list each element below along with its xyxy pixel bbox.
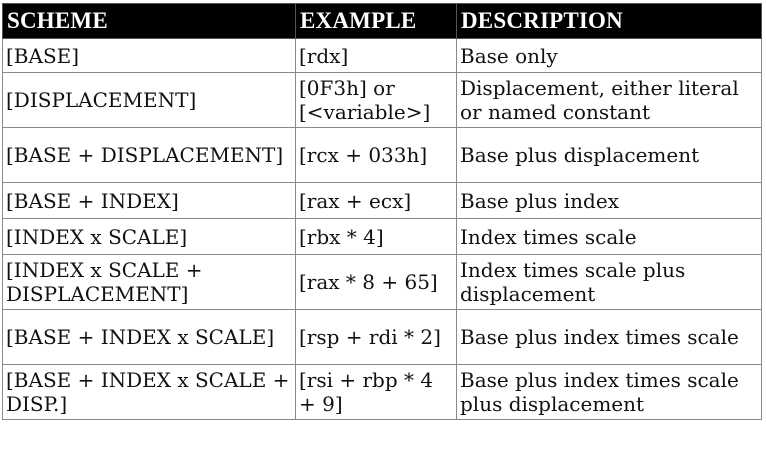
- table-body: [BASE] [rdx] Base only [DISPLACEMENT] [0…: [2, 38, 762, 420]
- table-row: [INDEX x SCALE + DISPLACEMENT] [rax * 8 …: [2, 254, 762, 310]
- cell-scheme: [BASE + INDEX x SCALE + DISP.]: [2, 364, 296, 420]
- cell-example: [rdx]: [295, 38, 457, 73]
- cell-description: Index times scale: [456, 218, 762, 255]
- cell-example: [rax * 8 + 65]: [295, 254, 457, 310]
- cell-scheme: [INDEX x SCALE]: [2, 218, 296, 255]
- cell-example: [rsp + rdi * 2]: [295, 309, 457, 365]
- addressing-schemes-table: SCHEME EXAMPLE DESCRIPTION [BASE] [rdx] …: [2, 3, 762, 420]
- cell-example: [rbx * 4]: [295, 218, 457, 255]
- cell-scheme: [BASE + DISPLACEMENT]: [2, 127, 296, 183]
- cell-scheme: [DISPLACEMENT]: [2, 72, 296, 128]
- cell-description: Base plus index: [456, 182, 762, 219]
- header-example: EXAMPLE: [295, 3, 457, 39]
- table-row: [BASE + INDEX x SCALE] [rsp + rdi * 2] B…: [2, 309, 762, 365]
- cell-description: Base plus displacement: [456, 127, 762, 183]
- cell-description: Base plus index times scale: [456, 309, 762, 365]
- cell-scheme: [INDEX x SCALE + DISPLACEMENT]: [2, 254, 296, 310]
- cell-scheme: [BASE]: [2, 38, 296, 73]
- cell-description: Index times scale plus displacement: [456, 254, 762, 310]
- cell-example: [rax + ecx]: [295, 182, 457, 219]
- table-row: [BASE] [rdx] Base only: [2, 38, 762, 73]
- table-row: [INDEX x SCALE] [rbx * 4] Index times sc…: [2, 218, 762, 255]
- table-row: [DISPLACEMENT] [0F3h] or [<variable>] Di…: [2, 72, 762, 128]
- cell-example: [0F3h] or [<variable>]: [295, 72, 457, 128]
- cell-description: Displacement, either literal or named co…: [456, 72, 762, 128]
- cell-example: [rcx + 033h]: [295, 127, 457, 183]
- cell-scheme: [BASE + INDEX]: [2, 182, 296, 219]
- table-header: SCHEME EXAMPLE DESCRIPTION: [2, 3, 762, 39]
- cell-description: Base plus index times scale plus displac…: [456, 364, 762, 420]
- cell-scheme: [BASE + INDEX x SCALE]: [2, 309, 296, 365]
- cell-example: [rsi + rbp * 4 + 9]: [295, 364, 457, 420]
- header-description: DESCRIPTION: [456, 3, 762, 39]
- header-row: SCHEME EXAMPLE DESCRIPTION: [2, 3, 762, 39]
- table-row: [BASE + DISPLACEMENT] [rcx + 033h] Base …: [2, 127, 762, 183]
- table-row: [BASE + INDEX x SCALE + DISP.] [rsi + rb…: [2, 364, 762, 420]
- cell-description: Base only: [456, 38, 762, 73]
- header-scheme: SCHEME: [2, 3, 296, 39]
- table-row: [BASE + INDEX] [rax + ecx] Base plus ind…: [2, 182, 762, 219]
